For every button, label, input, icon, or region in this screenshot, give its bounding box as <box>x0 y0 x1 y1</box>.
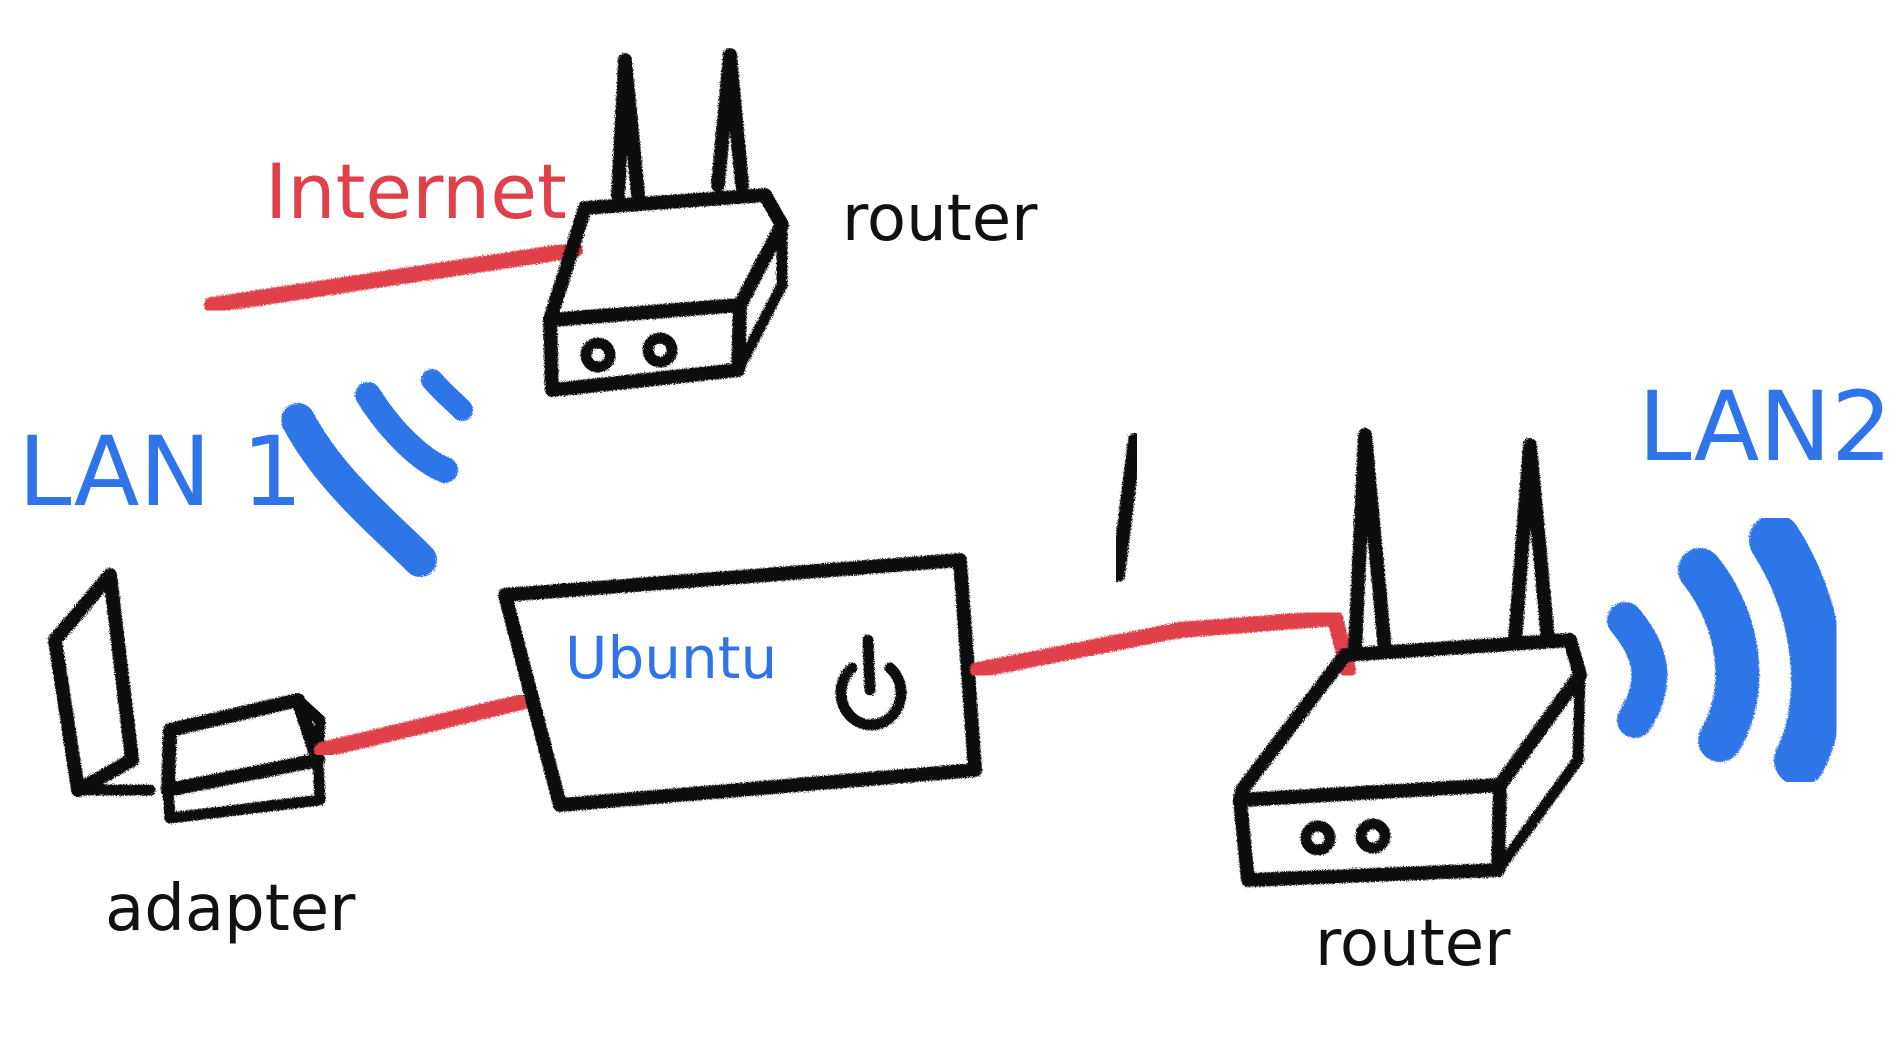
antenna-icon <box>611 53 645 202</box>
power-icon <box>835 634 907 731</box>
usb-adapter <box>161 693 326 824</box>
adapter-cable <box>314 692 538 758</box>
label-router-top: router <box>842 182 1038 256</box>
stray-mark <box>1111 433 1142 582</box>
wifi-signal-icon <box>281 369 473 577</box>
router-top <box>543 48 789 397</box>
label-router-bottom: router <box>1315 907 1511 981</box>
laptop-icon <box>48 568 139 797</box>
label-ubuntu: Ubuntu <box>565 624 777 692</box>
antenna-icon <box>1508 438 1555 647</box>
router-cable <box>970 610 1356 678</box>
router-bottom <box>1233 428 1587 887</box>
wifi-signal-icon <box>1607 514 1844 786</box>
usb-adapter-icon <box>161 693 325 797</box>
label-adapter: adapter <box>105 872 356 946</box>
label-lan1: LAN 1 <box>18 416 303 528</box>
antenna-icon <box>711 48 749 192</box>
laptop <box>48 568 156 797</box>
label-lan2: LAN2 <box>1638 371 1892 483</box>
ubuntu-machine <box>498 553 982 812</box>
antenna-icon <box>1348 428 1392 657</box>
internet-cable <box>204 242 583 313</box>
label-internet: Internet <box>265 147 567 236</box>
